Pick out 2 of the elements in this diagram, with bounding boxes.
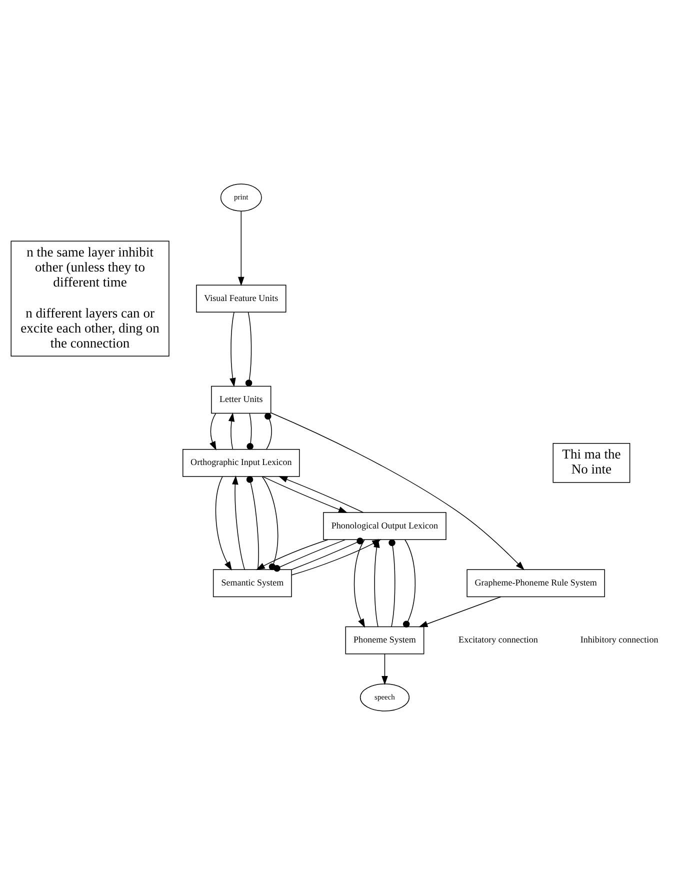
legend-label: Excitatory connection [458,634,538,645]
legend-label: Inhibitory connection [580,634,658,645]
